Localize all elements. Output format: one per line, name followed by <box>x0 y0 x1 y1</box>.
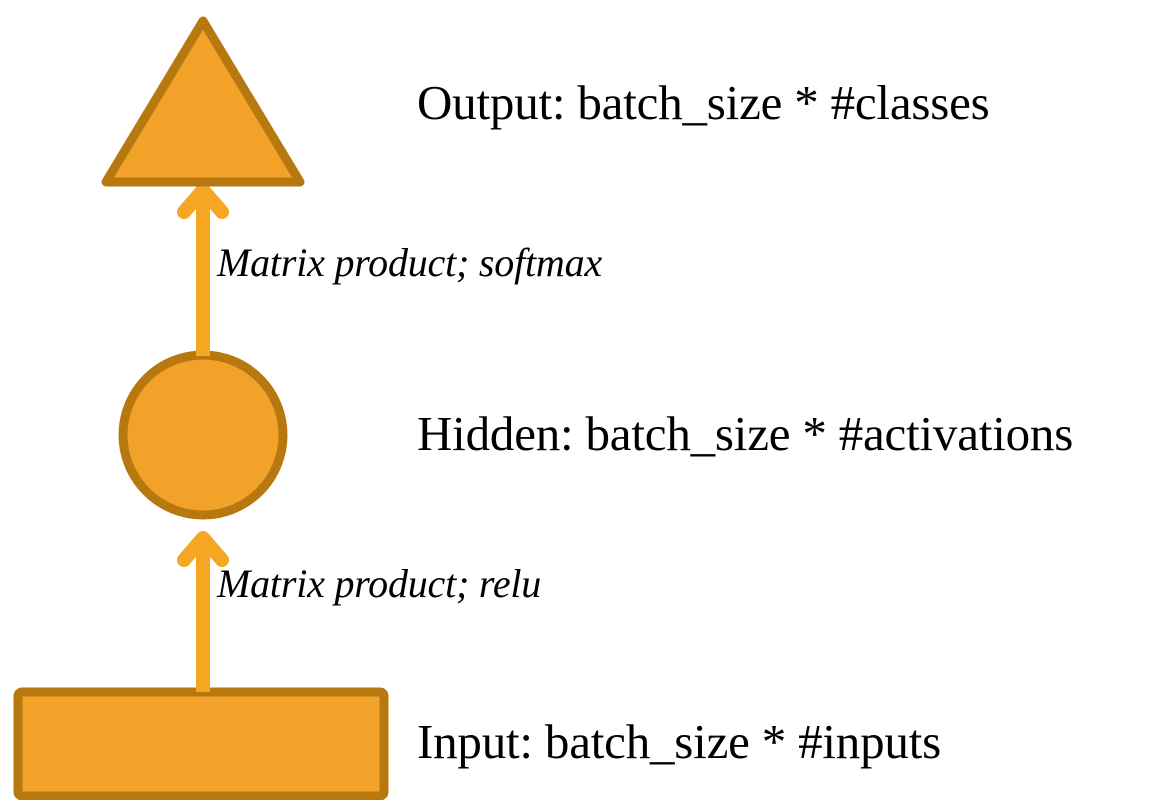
input-layer-label: Input: batch_size * #inputs <box>417 714 941 769</box>
edge-label-hidden-to-output: Matrix product; softmax <box>217 240 602 285</box>
hidden-layer-circle[interactable] <box>118 350 288 520</box>
arrow-input-to-hidden[interactable] <box>177 531 229 692</box>
output-layer-triangle[interactable] <box>101 16 305 187</box>
input-layer-rectangle[interactable] <box>13 687 389 800</box>
arrow-hidden-to-output[interactable] <box>177 183 229 356</box>
output-layer-label: Output: batch_size * #classes <box>417 75 990 130</box>
edge-label-input-to-hidden: Matrix product; relu <box>217 561 542 606</box>
hidden-layer-label: Hidden: batch_size * #activations <box>417 406 1074 461</box>
